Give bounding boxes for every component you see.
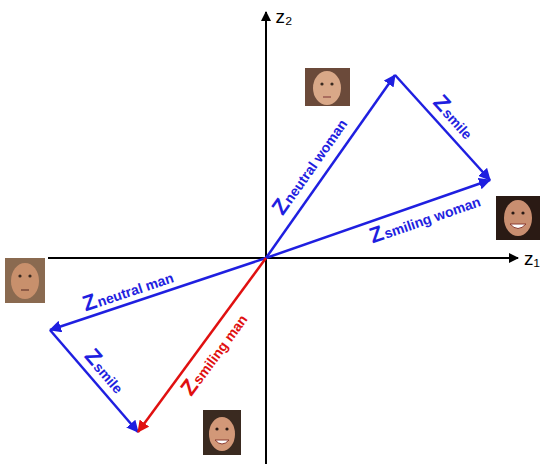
- vector-subscript: neutral man: [95, 270, 175, 310]
- z1-axis: [48, 257, 518, 259]
- vector-label: Zsmile: [80, 345, 129, 397]
- vector-label: Zneutral man: [80, 265, 176, 315]
- vector-subscript: smile: [439, 105, 475, 142]
- axis-label: z₁: [524, 249, 540, 268]
- face-picture: [496, 196, 540, 240]
- face-picture: [203, 410, 241, 455]
- vector-label: Zsmile: [429, 91, 479, 143]
- vector-subscript: neutral woman: [281, 116, 351, 206]
- z2-axis: [265, 12, 267, 464]
- face-picture: [305, 68, 350, 106]
- vector-label: Zsmiling man: [177, 309, 252, 400]
- face-picture: [5, 258, 45, 303]
- vector-subscript: smile: [90, 359, 125, 397]
- axis-label: z₂: [276, 7, 293, 26]
- vector-arrow: [395, 75, 490, 180]
- vector-label: Zneutral woman: [268, 113, 351, 218]
- vector-arrow: [50, 330, 138, 432]
